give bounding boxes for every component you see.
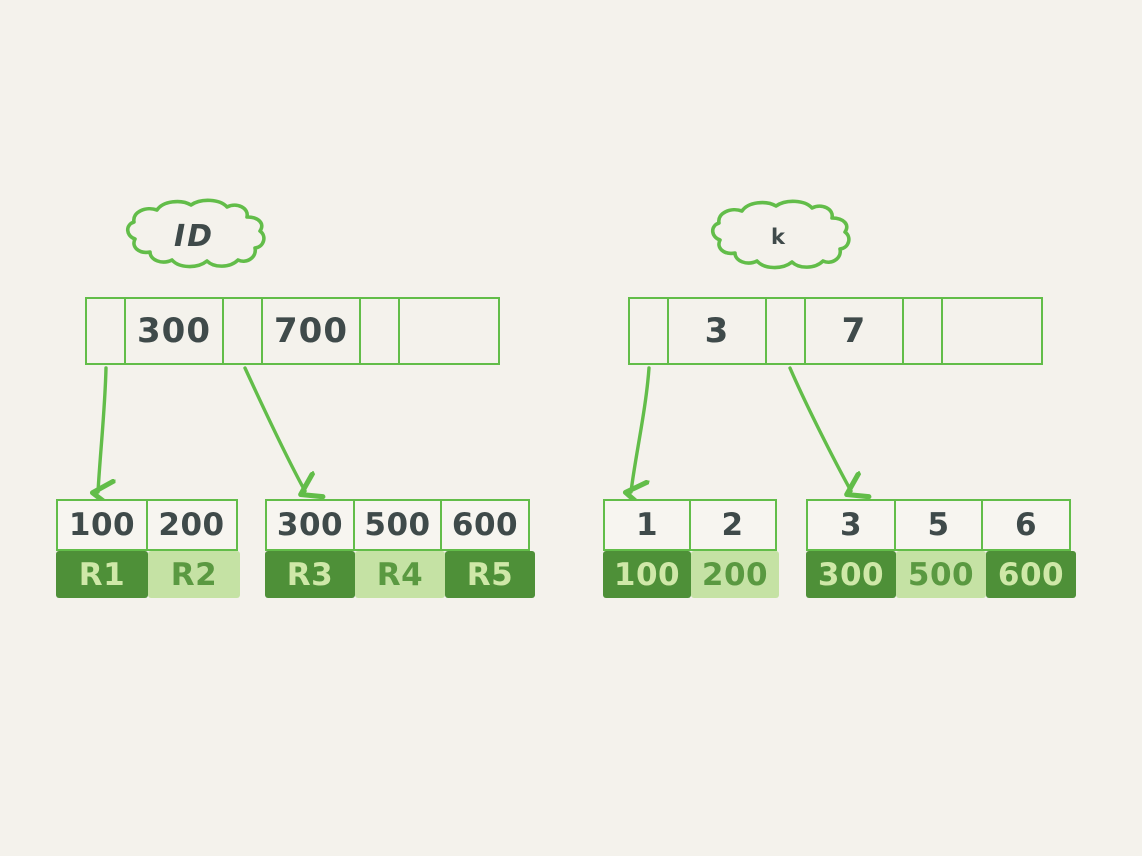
- root-k-pointer-2[interactable]: [902, 297, 943, 365]
- arrow-id-root-to-leaf-1: [98, 366, 106, 492]
- cloud-label-k-text: k: [771, 225, 787, 249]
- leaf-node-k-1: 1 2 100 200: [603, 499, 779, 598]
- leaf-k-2-value-1: 500: [896, 551, 986, 598]
- root-id-pointer-2[interactable]: [359, 297, 400, 365]
- leaf-k-1-key-1: 2: [688, 499, 777, 551]
- leaf-id-2-value-row: R3 R4 R5: [265, 551, 535, 598]
- leaf-k-2-key-2: 6: [981, 499, 1071, 551]
- leaf-k-1-key-row: 1 2: [603, 499, 779, 551]
- leaf-k-1-value-row: 100 200: [603, 551, 779, 598]
- leaf-node-id-1: 100 200 R1 R2: [56, 499, 240, 598]
- leaf-k-2-value-row: 300 500 600: [806, 551, 1076, 598]
- leaf-id-2-key-2: 600: [440, 499, 530, 551]
- leaf-k-1-key-0: 1: [603, 499, 691, 551]
- leaf-k-2-value-2: 600: [986, 551, 1076, 598]
- root-id-key-0: 300: [123, 297, 225, 365]
- leaf-id-1-key-1: 200: [145, 499, 238, 551]
- leaf-node-id-2: 300 500 600 R3 R4 R5: [265, 499, 535, 598]
- root-k-empty-0: [940, 297, 1043, 365]
- leaf-id-2-value-0: R3: [265, 551, 355, 598]
- leaf-k-2-key-1: 5: [893, 499, 984, 551]
- root-node-k: 3 7: [628, 297, 1043, 365]
- root-node-id: 300 700: [85, 297, 500, 365]
- root-id-pointer-0[interactable]: [85, 297, 126, 365]
- arrow-id-root-to-leaf-2: [243, 366, 305, 491]
- leaf-k-1-value-0: 100: [603, 551, 691, 598]
- cloud-label-id-text: ID: [173, 218, 215, 254]
- root-k-key-0: 3: [666, 297, 768, 365]
- leaf-id-1-key-0: 100: [56, 499, 148, 551]
- leaf-id-1-value-1: R2: [148, 551, 240, 598]
- leaf-k-2-key-0: 3: [806, 499, 896, 551]
- root-k-pointer-0[interactable]: [628, 297, 669, 365]
- cloud-label-id: ID: [119, 198, 269, 274]
- cloud-icon: [125, 198, 266, 269]
- leaf-id-2-key-row: 300 500 600: [265, 499, 535, 551]
- cloud-label-k: k: [704, 199, 854, 275]
- leaf-id-2-value-1: R4: [355, 551, 445, 598]
- root-id-pointer-1[interactable]: [222, 297, 263, 365]
- leaf-id-2-key-1: 500: [352, 499, 443, 551]
- leaf-node-k-2: 3 5 6 300 500 600: [806, 499, 1076, 598]
- leaf-id-1-value-row: R1 R2: [56, 551, 240, 598]
- leaf-k-1-value-1: 200: [691, 551, 779, 598]
- root-k-key-1: 7: [803, 297, 905, 365]
- leaf-k-2-value-0: 300: [806, 551, 896, 598]
- leaf-id-2-value-2: R5: [445, 551, 535, 598]
- leaf-id-1-key-row: 100 200: [56, 499, 240, 551]
- root-id-key-1: 700: [260, 297, 362, 365]
- cloud-icon: [710, 199, 851, 270]
- leaf-id-2-key-0: 300: [265, 499, 355, 551]
- root-id-empty-0: [397, 297, 500, 365]
- root-k-pointer-1[interactable]: [765, 297, 806, 365]
- leaf-id-1-value-0: R1: [56, 551, 148, 598]
- arrow-k-root-to-leaf-1: [631, 366, 651, 492]
- arrow-k-root-to-leaf-2: [788, 366, 851, 491]
- leaf-k-2-key-row: 3 5 6: [806, 499, 1076, 551]
